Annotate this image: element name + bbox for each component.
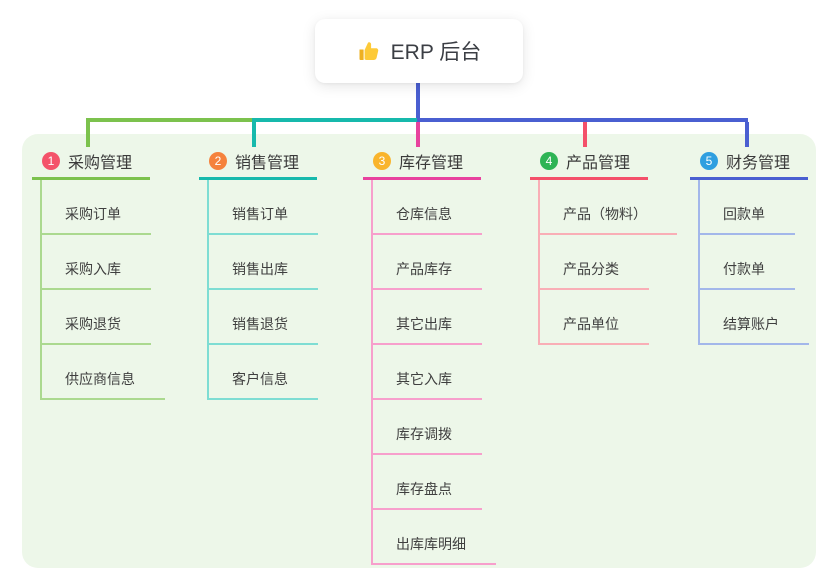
branch-title[interactable]: 2 销售管理 <box>199 145 317 180</box>
branch-child-item[interactable]: 销售订单 <box>207 204 318 235</box>
child-row: 销售出库 <box>199 235 318 290</box>
branch-child-item[interactable]: 仓库信息 <box>371 204 482 235</box>
branch-child-item[interactable]: 其它入库 <box>371 369 482 400</box>
child-row: 客户信息 <box>199 345 318 400</box>
branch-number-badge: 5 <box>700 152 718 170</box>
child-row: 库存盘点 <box>363 455 496 510</box>
child-row: 采购订单 <box>32 180 165 235</box>
branch-child-item[interactable]: 客户信息 <box>207 369 318 400</box>
branch-vertical-line <box>371 180 373 563</box>
branch-number-badge: 2 <box>209 152 227 170</box>
child-row: 其它入库 <box>363 345 496 400</box>
root-title: ERP 后台 <box>390 41 482 64</box>
branch-number-badge: 1 <box>42 152 60 170</box>
branch-vertical-line <box>698 180 700 343</box>
child-row: 出库库明细 <box>363 510 496 565</box>
branch-label: 财务管理 <box>726 155 791 172</box>
branch-child-item[interactable]: 产品库存 <box>371 259 482 290</box>
branch-child-item[interactable]: 采购退货 <box>40 314 151 345</box>
bus-segment <box>417 118 748 122</box>
child-row: 回款单 <box>690 180 809 235</box>
branch-drop-line <box>86 122 90 147</box>
child-row: 销售订单 <box>199 180 318 235</box>
branch-children: 采购订单采购入库采购退货供应商信息 <box>32 180 165 400</box>
branch-child-item[interactable]: 采购订单 <box>40 204 151 235</box>
child-row: 采购入库 <box>32 235 165 290</box>
branch-drop-line <box>252 122 256 147</box>
branch-drop-line <box>416 122 420 147</box>
branch-title[interactable]: 3 库存管理 <box>363 145 481 180</box>
branch-child-item[interactable]: 库存盘点 <box>371 479 482 510</box>
branch-child-item[interactable]: 产品分类 <box>538 259 649 290</box>
branch-title[interactable]: 5 财务管理 <box>690 145 808 180</box>
canvas-panel <box>22 134 816 568</box>
branch-child-item[interactable]: 供应商信息 <box>40 369 165 400</box>
branch-label: 销售管理 <box>235 155 300 172</box>
branch-children: 销售订单销售出库销售退货客户信息 <box>199 180 318 400</box>
branch-child-item[interactable]: 销售退货 <box>207 314 318 345</box>
branch-label: 产品管理 <box>566 155 631 172</box>
bus-segment <box>252 118 417 122</box>
branch-children: 仓库信息产品库存其它出库其它入库库存调拨库存盘点出库库明细 <box>363 180 496 565</box>
child-row: 仓库信息 <box>363 180 496 235</box>
child-row: 采购退货 <box>32 290 165 345</box>
child-row: 销售退货 <box>199 290 318 345</box>
child-row: 产品库存 <box>363 235 496 290</box>
branch-number-badge: 3 <box>373 152 391 170</box>
root-node[interactable]: ERP 后台 <box>315 19 523 83</box>
branch-child-item[interactable]: 产品（物料） <box>538 204 677 235</box>
branch-children: 回款单付款单结算账户 <box>690 180 809 345</box>
bus-segment <box>86 118 252 122</box>
branch-label: 库存管理 <box>399 155 464 172</box>
branch-title[interactable]: 4 产品管理 <box>530 145 648 180</box>
branch-drop-line <box>583 122 587 147</box>
branch-child-item[interactable]: 回款单 <box>698 204 795 235</box>
branch-title[interactable]: 1 采购管理 <box>32 145 150 180</box>
child-row: 其它出库 <box>363 290 496 345</box>
branch-child-item[interactable]: 产品单位 <box>538 314 649 345</box>
branch-child-item[interactable]: 付款单 <box>698 259 795 290</box>
root-stem-line <box>415 83 420 122</box>
branch-child-item[interactable]: 库存调拨 <box>371 424 482 455</box>
child-row: 结算账户 <box>690 290 809 345</box>
branch-drop-line <box>745 122 749 147</box>
branch-child-item[interactable]: 结算账户 <box>698 314 809 345</box>
child-row: 库存调拨 <box>363 400 496 455</box>
thumbs-up-icon <box>357 39 381 63</box>
child-row: 产品（物料） <box>530 180 677 235</box>
branch-number-badge: 4 <box>540 152 558 170</box>
branch-vertical-line <box>538 180 540 343</box>
branch-children: 产品（物料） 产品分类产品单位 <box>530 180 677 345</box>
child-row: 付款单 <box>690 235 809 290</box>
branch-child-item[interactable]: 采购入库 <box>40 259 151 290</box>
child-row: 产品分类 <box>530 235 677 290</box>
child-row: 供应商信息 <box>32 345 165 400</box>
branch-label: 采购管理 <box>68 155 133 172</box>
branch-child-item[interactable]: 其它出库 <box>371 314 482 345</box>
branch-child-item[interactable]: 销售出库 <box>207 259 318 290</box>
branch-child-item[interactable]: 出库库明细 <box>371 534 496 565</box>
child-row: 产品单位 <box>530 290 677 345</box>
